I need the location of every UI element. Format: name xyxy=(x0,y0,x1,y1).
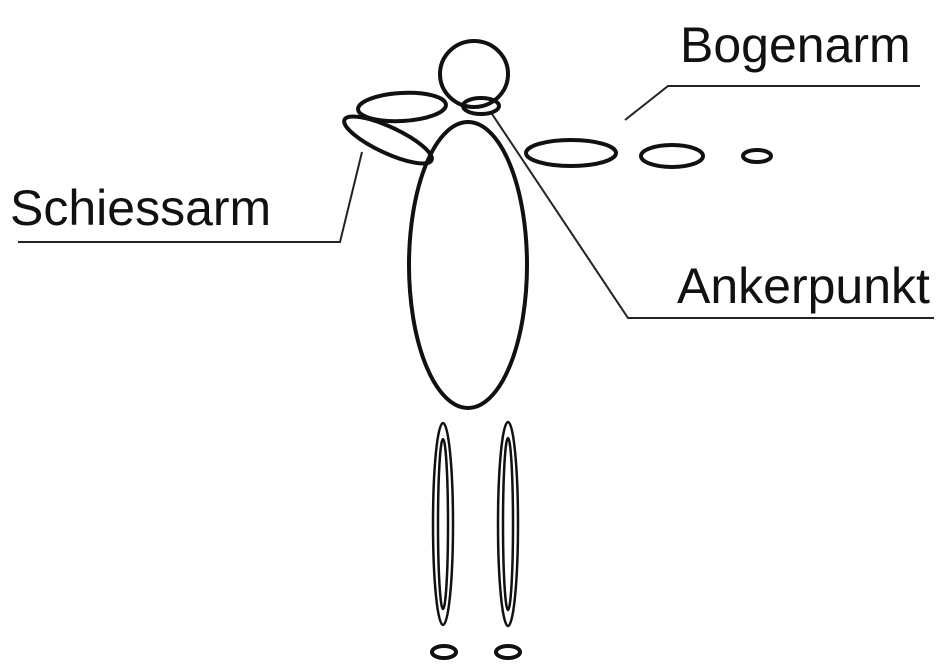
right-foot xyxy=(496,646,520,658)
right-leg xyxy=(498,422,518,626)
right-leg-inner xyxy=(503,438,513,610)
bow-arm-hand xyxy=(743,150,771,162)
anchor-point-label: Ankerpunkt xyxy=(677,258,930,314)
bow-arm-forearm xyxy=(641,145,703,167)
bow-arm-upper xyxy=(526,140,616,166)
left-leg xyxy=(433,423,453,625)
left-foot xyxy=(432,646,456,658)
bow-arm-label: Bogenarm xyxy=(680,17,911,73)
left-leg-inner xyxy=(438,439,448,609)
drawing-arm-label: Schiessarm xyxy=(10,180,271,236)
bow-arm-leader-line xyxy=(625,86,920,120)
